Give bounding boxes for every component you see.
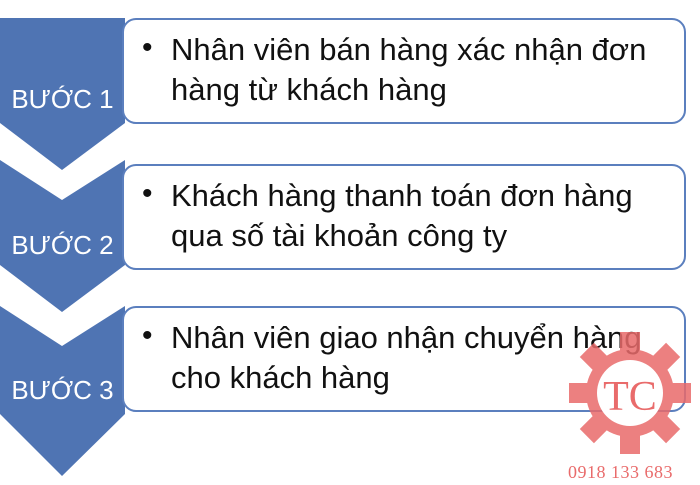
step-3-text: Nhân viên giao nhận chuyển hàng cho khác…: [171, 320, 642, 395]
step-2-text: Khách hàng thanh toán đơn hàng qua số tà…: [171, 178, 633, 253]
step-1-label: BƯỚC 1: [11, 84, 114, 114]
bullet-icon: •: [142, 31, 153, 64]
step-2-card: • Khách hàng thanh toán đơn hàng qua số …: [122, 164, 686, 270]
step-3-label: BƯỚC 3: [11, 375, 114, 405]
step-1-text: Nhân viên bán hàng xác nhận đơn hàng từ …: [171, 32, 647, 107]
phone-number: 0918 133 683: [568, 462, 673, 482]
bullet-icon: •: [142, 319, 153, 352]
step-3-chevron: [0, 306, 125, 476]
step-1-card: • Nhân viên bán hàng xác nhận đơn hàng t…: [122, 18, 686, 124]
bullet-icon: •: [142, 177, 153, 210]
logo-text: TC: [603, 374, 657, 420]
step-1-chevron: [0, 18, 125, 170]
company-logo-gear-icon: TC: [567, 330, 693, 456]
step-3-card: • Nhân viên giao nhận chuyển hàng cho kh…: [122, 306, 686, 412]
step-2-chevron: [0, 160, 125, 312]
step-2-label: BƯỚC 2: [11, 230, 114, 260]
